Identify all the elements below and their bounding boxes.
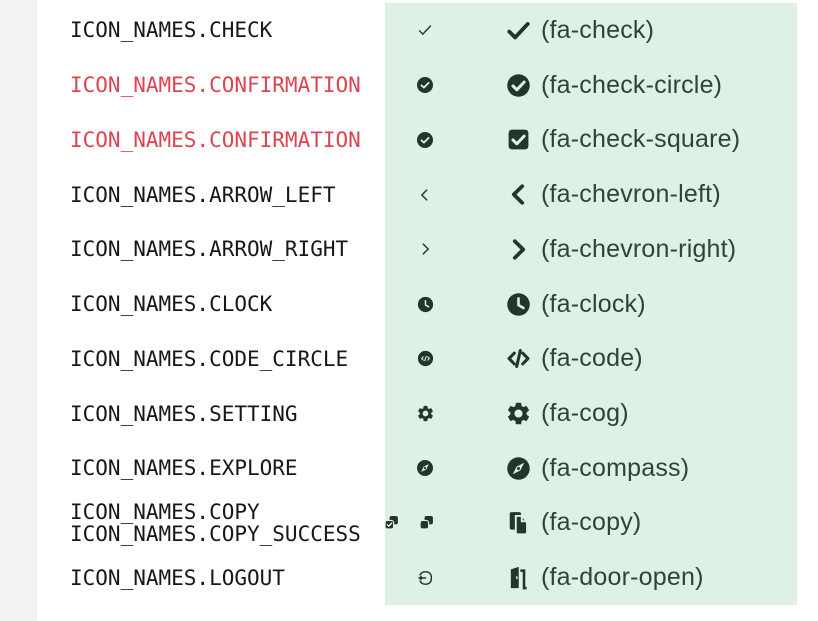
icon-constant-name: ICON_NAMES.LOGOUT xyxy=(70,565,285,590)
icon-constant-name: ICON_NAMES.COPY xyxy=(70,499,260,524)
fa-icon-label: (fa-check-circle) xyxy=(541,70,723,99)
compass-icon xyxy=(417,460,433,477)
fa-icon-label: (fa-door-open) xyxy=(541,563,704,592)
icon-mapping-table: ICON_NAMES.CHECK (fa-check) ICON_NAMES.C… xyxy=(37,3,797,606)
table-row: ICON_NAMES.ARROW_LEFT (fa-chevron-left) xyxy=(37,167,797,222)
icon-constant-name: ICON_NAMES.CHECK xyxy=(70,18,273,43)
logout-icon xyxy=(417,570,433,585)
fa-icon-label: (fa-cog) xyxy=(541,399,629,427)
preview-cell xyxy=(385,167,465,222)
preview-cell xyxy=(385,386,465,441)
clock-icon xyxy=(417,296,433,312)
page-left-gutter xyxy=(0,0,37,621)
fa-check-circle-icon xyxy=(507,73,530,97)
preview-cell xyxy=(385,3,465,58)
table-row: ICON_NAMES.COPY ICON_NAMES.COPY_SUCCESS … xyxy=(37,495,797,551)
fa-door-open-icon xyxy=(510,567,527,590)
fa-chevron-right-icon xyxy=(512,239,526,260)
fa-icon-label: (fa-compass) xyxy=(541,453,690,482)
fa-check-square-icon xyxy=(508,129,529,150)
preview-cell xyxy=(385,221,465,277)
table-row: ICON_NAMES.CONFIRMATION (fa-check-circle… xyxy=(37,57,797,113)
table-row: ICON_NAMES.CHECK (fa-check) xyxy=(37,3,797,58)
icon-constant-name: ICON_NAMES.SETTING xyxy=(70,401,298,426)
gear-icon xyxy=(417,405,433,422)
check-circle-icon xyxy=(417,77,433,94)
chevron-left-icon xyxy=(420,188,428,201)
fa-icon-label: (fa-chevron-right) xyxy=(541,234,737,263)
fa-icon-label: (fa-chevron-left) xyxy=(541,180,721,209)
fa-icon-label: (fa-check) xyxy=(541,15,655,44)
fa-clock-icon xyxy=(507,292,530,316)
fa-icon-label: (fa-copy) xyxy=(541,508,642,537)
preview-cell xyxy=(385,276,465,332)
preview-cell xyxy=(385,550,465,606)
icon-constant-name: ICON_NAMES.CONFIRMATION xyxy=(70,127,361,152)
preview-cell xyxy=(385,57,465,113)
preview-cell xyxy=(385,440,465,496)
copy-icon xyxy=(419,516,433,531)
fa-code-icon xyxy=(507,349,530,369)
table-row: ICON_NAMES.EXPLORE (fa-compass) xyxy=(37,440,797,496)
chevron-right-icon xyxy=(422,243,430,256)
fa-chevron-left-icon xyxy=(511,184,525,205)
fa-compass-icon xyxy=(507,456,530,480)
check-icon xyxy=(418,25,432,36)
icon-constant-name: ICON_NAMES.EXPLORE xyxy=(70,456,298,481)
fa-check-icon xyxy=(507,21,530,40)
copy-success-icon xyxy=(384,516,398,531)
preview-cell xyxy=(385,331,465,387)
fa-copy-icon xyxy=(509,512,529,536)
table-row: ICON_NAMES.LOGOUT (fa-door-open) xyxy=(37,550,797,606)
check-circle-icon xyxy=(417,131,433,148)
icon-constant-name: ICON_NAMES.CONFIRMATION xyxy=(70,73,361,98)
table-row: ICON_NAMES.CODE_CIRCLE (fa-code) xyxy=(37,331,797,387)
preview-cell xyxy=(385,112,465,168)
icon-constant-name: ICON_NAMES.CODE_CIRCLE xyxy=(70,346,349,371)
icon-constant-name: ICON_NAMES.ARROW_LEFT xyxy=(70,182,336,207)
table-row: ICON_NAMES.CLOCK (fa-clock) xyxy=(37,276,797,332)
fa-icon-label: (fa-check-square) xyxy=(541,125,741,154)
fa-icon-label: (fa-code) xyxy=(541,344,643,373)
table-row: ICON_NAMES.CONFIRMATION (fa-check-square… xyxy=(37,112,797,168)
preview-cell xyxy=(384,495,465,551)
fa-icon-label: (fa-clock) xyxy=(541,289,646,318)
code-circle-icon xyxy=(417,351,433,367)
table-row: ICON_NAMES.ARROW_RIGHT (fa-chevron-right… xyxy=(37,221,797,277)
icon-constant-name: ICON_NAMES.CLOCK xyxy=(70,292,273,317)
icon-constant-name: ICON_NAMES.ARROW_RIGHT xyxy=(70,237,349,262)
icon-constant-name: ICON_NAMES.COPY_SUCCESS xyxy=(70,521,361,546)
table-row: ICON_NAMES.SETTING (fa-cog) xyxy=(37,386,797,441)
fa-cog-icon xyxy=(507,402,530,425)
